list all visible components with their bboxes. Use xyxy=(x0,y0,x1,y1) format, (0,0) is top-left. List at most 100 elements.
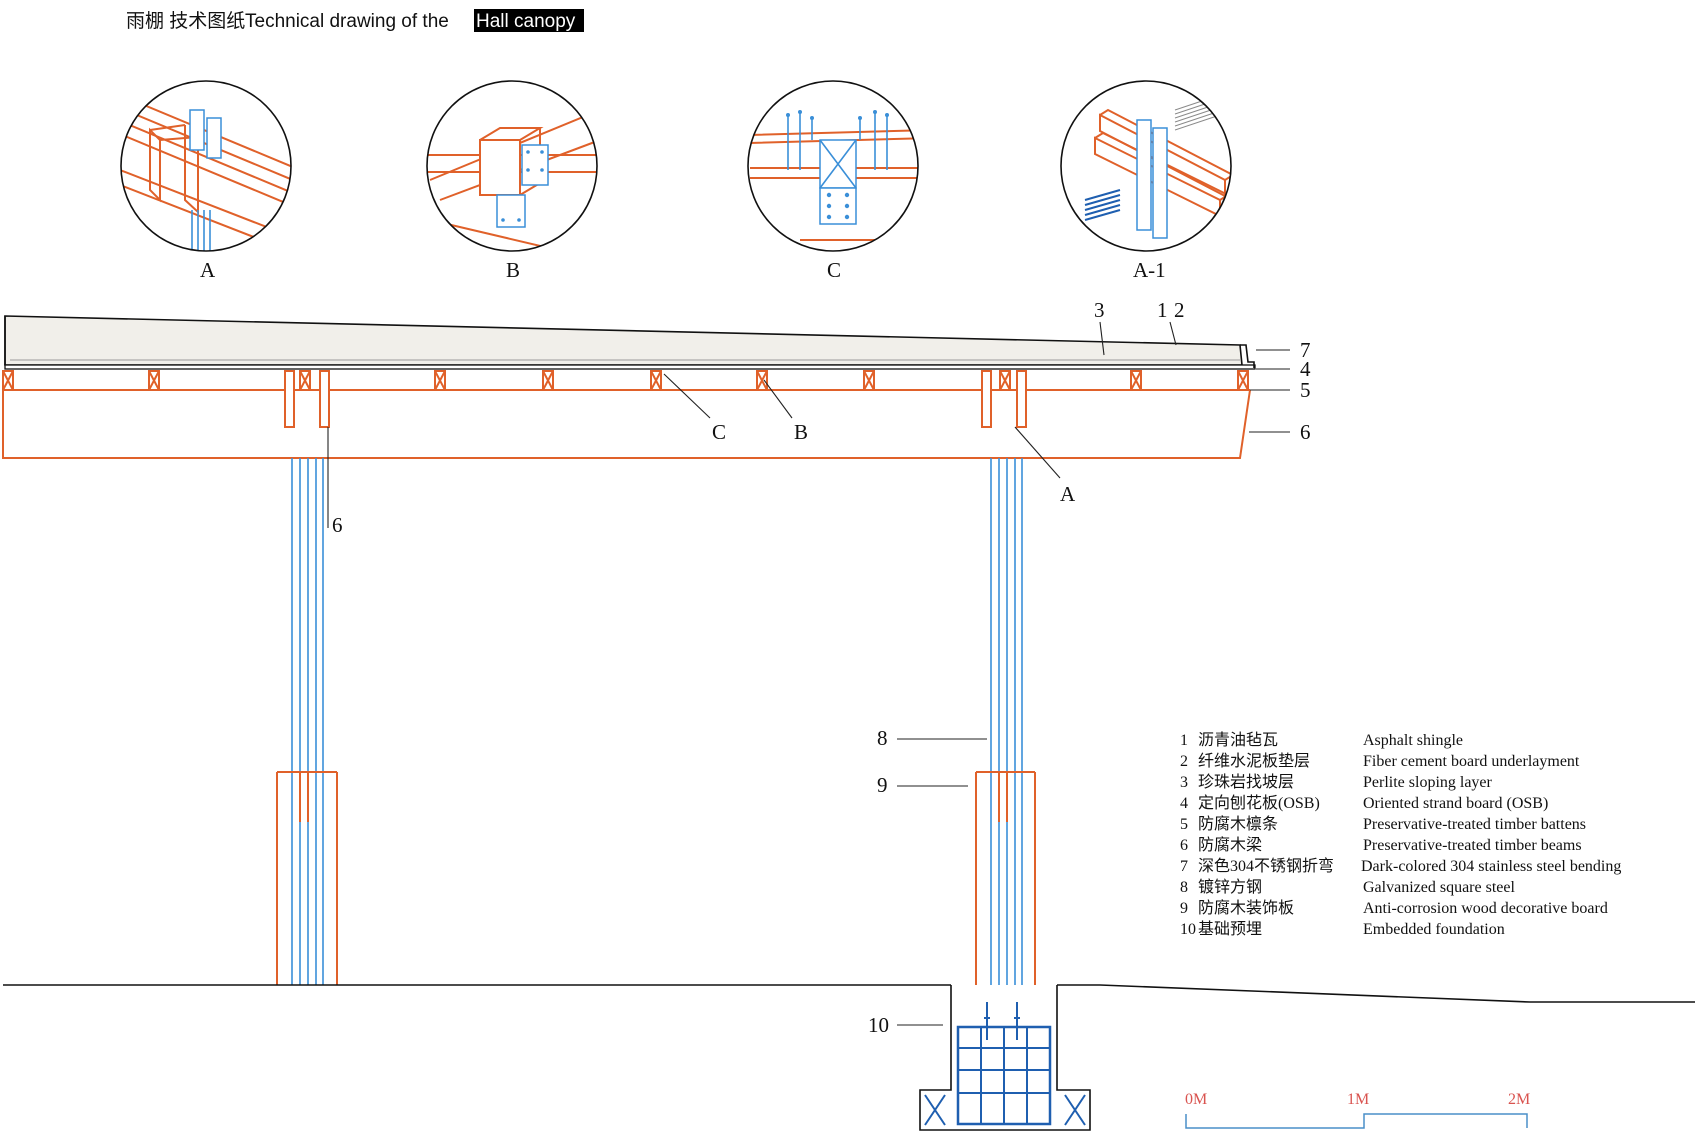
scale-bar: 0M 1M 2M xyxy=(1185,1091,1530,1129)
legend-zh: 防腐木梁 xyxy=(1198,836,1262,854)
legend-num: 7 xyxy=(1180,858,1188,875)
legend-row: 9 防腐木装饰板 Anti-corrosion wood decorative … xyxy=(1180,899,1608,917)
cross-beam-left xyxy=(284,370,330,428)
batten xyxy=(999,370,1011,391)
callout-4: 4 xyxy=(1300,357,1311,381)
detail-a-label: A xyxy=(200,258,216,282)
scale-bar-line xyxy=(1185,1113,1528,1129)
legend-num: 10 xyxy=(1180,921,1196,938)
title-highlight-box xyxy=(474,9,584,32)
embedded-foundation xyxy=(919,985,1091,1131)
legend-zh: 珍珠岩找坡层 xyxy=(1198,773,1294,791)
scale-label-0: 0M xyxy=(1185,1091,1207,1108)
legend-row: 1 沥青油毡瓦 Asphalt shingle xyxy=(1180,731,1463,749)
roof-section xyxy=(2,315,1256,459)
legend-num: 4 xyxy=(1180,795,1188,812)
detail-b-content xyxy=(427,109,597,251)
legend-num: 5 xyxy=(1180,816,1188,833)
legend-zh: 镀锌方钢 xyxy=(1198,878,1262,896)
legend-num: 1 xyxy=(1180,732,1188,749)
batten xyxy=(1237,370,1249,391)
scale-label-1: 1M xyxy=(1347,1091,1369,1108)
legend-en: Fiber cement board underlayment xyxy=(1363,753,1580,770)
detail-b: B xyxy=(426,80,598,282)
legend-zh: 防腐木檩条 xyxy=(1198,814,1278,833)
batten xyxy=(756,370,768,391)
legend-en: Preservative-treated timber battens xyxy=(1363,816,1586,833)
detail-c-label: C xyxy=(827,258,841,282)
title-zh: 雨棚 技术图纸 xyxy=(126,10,245,32)
legend-en: Perlite sloping layer xyxy=(1363,774,1493,791)
callout-6-right: 6 xyxy=(1300,420,1311,444)
legend-row: 4 定向刨花板(OSB) Oriented strand board (OSB) xyxy=(1180,794,1548,812)
legend-en: Galvanized square steel xyxy=(1363,879,1515,896)
legend-num: 2 xyxy=(1180,753,1188,770)
detail-c-content xyxy=(749,110,918,241)
legend-en: Preservative-treated timber beams xyxy=(1363,837,1582,854)
osb-board xyxy=(4,364,1256,370)
callouts: 3 1 2 7 4 5 6 C B A 6 8 9 10 xyxy=(327,298,1311,1037)
callout-c: C xyxy=(712,420,726,444)
column-right xyxy=(975,458,1036,985)
detail-a: A xyxy=(120,80,292,282)
legend-row: 2 纤维水泥板垫层 Fiber cement board underlaymen… xyxy=(1180,752,1580,770)
legend-row: 10 基础预埋 Embedded foundation xyxy=(1180,920,1505,938)
legend-en: Dark-colored 304 stainless steel bending xyxy=(1361,858,1621,875)
legend-en: Embedded foundation xyxy=(1363,921,1505,938)
drawing-title: 雨棚 技术图纸 Technical drawing of the Hall ca… xyxy=(126,9,584,32)
timber-beam-6 xyxy=(2,389,1251,459)
detail-b-label: B xyxy=(506,258,520,282)
legend-en: Oriented strand board (OSB) xyxy=(1363,795,1548,812)
callout-8: 8 xyxy=(877,726,888,750)
legend-row: 3 珍珠岩找坡层 Perlite sloping layer xyxy=(1180,773,1493,791)
legend-row: 7 深色304不锈钢折弯 Dark-colored 304 stainless … xyxy=(1180,857,1621,875)
batten xyxy=(1130,370,1142,391)
legend: 1 沥青油毡瓦 Asphalt shingle 2 纤维水泥板垫层 Fiber … xyxy=(1180,731,1621,938)
callout-a: A xyxy=(1060,482,1076,506)
callout-9: 9 xyxy=(877,773,888,797)
legend-num: 8 xyxy=(1180,879,1188,896)
callout-1: 1 xyxy=(1157,298,1168,322)
batten xyxy=(863,370,875,391)
callout-5: 5 xyxy=(1300,378,1311,402)
detail-a-content xyxy=(121,94,291,251)
legend-num: 9 xyxy=(1180,900,1188,917)
batten xyxy=(650,370,662,391)
column-left xyxy=(276,458,338,985)
batten xyxy=(2,370,14,391)
callout-6-left: 6 xyxy=(332,513,343,537)
steel-bending-7 xyxy=(1240,344,1255,368)
callout-7: 7 xyxy=(1300,338,1311,362)
batten xyxy=(148,370,160,391)
ground-line xyxy=(3,984,1695,1003)
legend-en: Anti-corrosion wood decorative board xyxy=(1363,900,1608,917)
callout-2: 2 xyxy=(1174,298,1185,322)
callout-b: B xyxy=(794,420,808,444)
callout-10: 10 xyxy=(868,1013,889,1037)
legend-zh: 基础预埋 xyxy=(1198,920,1262,938)
scale-label-2: 2M xyxy=(1508,1091,1530,1108)
batten xyxy=(299,370,311,391)
cross-beam-right xyxy=(981,370,1027,428)
legend-en: Asphalt shingle xyxy=(1363,732,1463,749)
legend-zh: 沥青油毡瓦 xyxy=(1198,731,1278,749)
title-en-highlight: Hall canopy xyxy=(476,11,576,32)
detail-c: C xyxy=(747,80,919,282)
legend-row: 6 防腐木梁 Preservative-treated timber beams xyxy=(1180,836,1582,854)
legend-zh: 定向刨花板(OSB) xyxy=(1198,794,1320,812)
legend-num: 3 xyxy=(1180,774,1188,791)
detail-a1: A-1 xyxy=(1060,80,1232,282)
legend-zh: 纤维水泥板垫层 xyxy=(1198,752,1310,770)
batten xyxy=(542,370,554,391)
legend-row: 8 镀锌方钢 Galvanized square steel xyxy=(1180,878,1515,896)
perlite-sloping-layer xyxy=(4,315,1243,366)
timber-battens xyxy=(2,370,1249,391)
title-en: Technical drawing of the xyxy=(245,11,449,32)
callout-3: 3 xyxy=(1094,298,1105,322)
legend-num: 6 xyxy=(1180,837,1188,854)
legend-zh: 防腐木装饰板 xyxy=(1198,899,1294,917)
batten xyxy=(434,370,446,391)
detail-a1-label: A-1 xyxy=(1133,258,1166,282)
legend-zh: 深色304不锈钢折弯 xyxy=(1198,857,1334,875)
